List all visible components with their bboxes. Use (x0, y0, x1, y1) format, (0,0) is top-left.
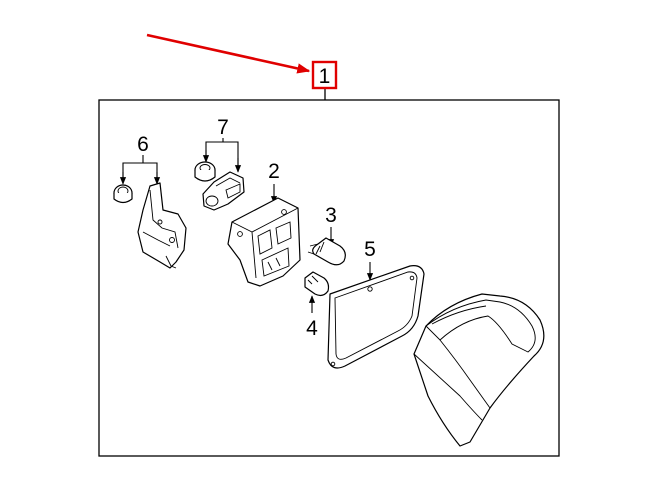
part-5-gasket (327, 265, 425, 369)
assembly-frame (98, 99, 560, 457)
part-7-grommet (194, 161, 216, 182)
callout-3-label: 3 (325, 204, 337, 227)
callout-2-label: 2 (268, 160, 280, 183)
part-7-actuator (202, 171, 245, 211)
callout-1-box (311, 60, 338, 90)
callout-4-label: 4 (306, 317, 318, 340)
callout-1-label: 1 (319, 65, 331, 88)
mirror-housing (413, 293, 545, 447)
callout-6-bracket (122, 162, 158, 180)
part-2-control-module (227, 197, 301, 287)
callout-6-label: 6 (137, 133, 149, 156)
part-4-bulb (304, 271, 330, 297)
part-6-bracket (137, 182, 187, 269)
part-6-nut (113, 184, 133, 204)
red-pointer-arrow (146, 33, 311, 74)
callout-5-label: 5 (364, 238, 376, 261)
callout-7-label: 7 (217, 116, 229, 139)
part-3-bulb (307, 237, 346, 266)
